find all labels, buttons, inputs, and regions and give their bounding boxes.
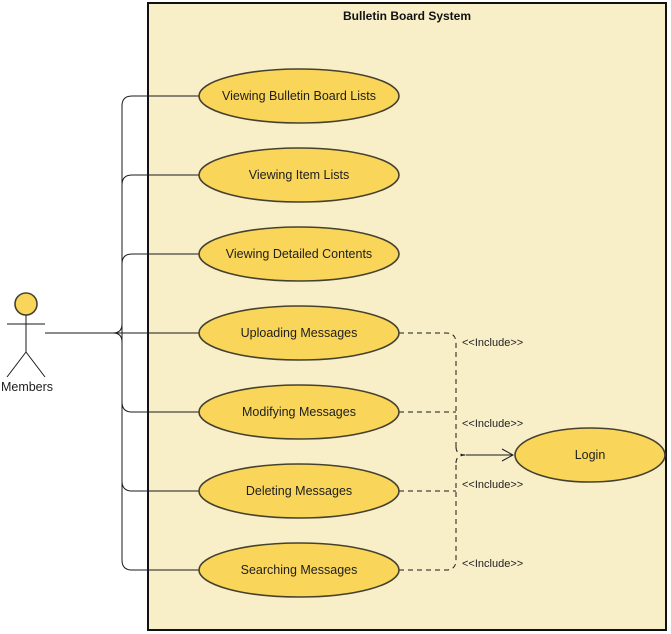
- use-case-ellipse: [198, 384, 400, 440]
- use-case-ellipse: [198, 463, 400, 519]
- use-case-label: Searching Messages: [241, 563, 358, 577]
- association-trunk: [121, 95, 133, 571]
- system-boundary-title: Bulletin Board System: [343, 9, 471, 23]
- actor-label: Members: [1, 380, 53, 394]
- use-case-login[interactable]: Login: [514, 427, 666, 483]
- use-case-ellipse: [198, 68, 400, 124]
- include-trunk: [455, 343, 467, 560]
- use-case-label: Viewing Item Lists: [249, 168, 350, 182]
- use-case-ellipse: [198, 147, 400, 203]
- use-case-label: Modifying Messages: [242, 405, 356, 419]
- include-label-searching: <<Include>>: [462, 558, 523, 570]
- use-case-ellipse: [198, 305, 400, 361]
- use-case-label: Viewing Bulletin Board Lists: [222, 89, 376, 103]
- use-case-deleting-messages[interactable]: Deleting Messages: [198, 463, 400, 519]
- use-case-modifying-messages[interactable]: Modifying Messages: [198, 384, 400, 440]
- include-connector-searching: [399, 559, 457, 571]
- include-arrowhead-icon: [501, 448, 515, 462]
- include-label-deleting: <<Include>>: [462, 479, 523, 491]
- actor-body: [6, 315, 46, 378]
- association-branch-6: [121, 480, 199, 492]
- actor-members[interactable]: Members: [1, 292, 53, 394]
- use-case-ellipse: [198, 542, 400, 598]
- use-case-searching-messages[interactable]: Searching Messages: [198, 542, 400, 598]
- use-case-viewing-item-lists[interactable]: Viewing Item Lists: [198, 147, 400, 203]
- association-branch-3: [121, 253, 199, 265]
- use-case-label: Uploading Messages: [241, 326, 358, 340]
- use-case-ellipse: [198, 226, 400, 282]
- include-connector-uploading: [399, 332, 457, 344]
- use-case-label: Login: [575, 448, 606, 462]
- use-case-label: Viewing Detailed Contents: [226, 247, 372, 261]
- include-label-uploading: <<Include>>: [462, 337, 523, 349]
- use-case-viewing-bulletin-board-lists[interactable]: Viewing Bulletin Board Lists: [198, 68, 400, 124]
- actor-head: [14, 292, 38, 316]
- association-branch-2: [121, 174, 199, 186]
- use-case-ellipse: [514, 427, 666, 483]
- use-case-viewing-detailed-contents[interactable]: Viewing Detailed Contents: [198, 226, 400, 282]
- association-branch-5: [121, 401, 199, 413]
- use-case-uploading-messages[interactable]: Uploading Messages: [198, 305, 400, 361]
- include-label-modifying: <<Include>>: [462, 418, 523, 430]
- use-case-label: Deleting Messages: [246, 484, 352, 498]
